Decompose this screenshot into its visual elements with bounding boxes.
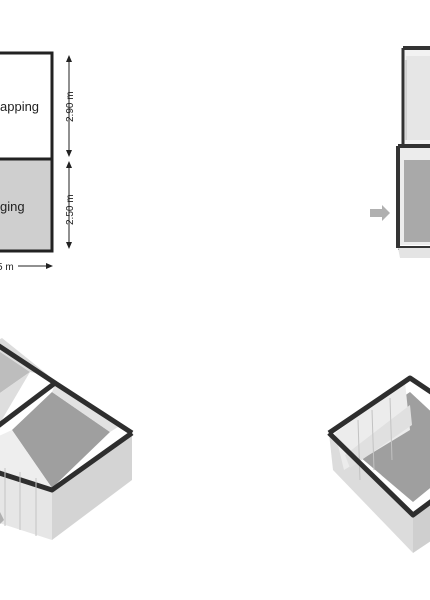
entrance-arrow-icon-left [0, 512, 4, 524]
dimension-top-label: 2.90 m [65, 91, 76, 122]
vertical-dimension [66, 55, 72, 249]
room-top [0, 51, 54, 161]
dimension-bottom-label: 2.50 m [65, 194, 76, 225]
room-bottom-label: ging [0, 199, 25, 214]
entrance-arrow-icon [370, 205, 390, 221]
dimension-width-label: 5 m [0, 262, 14, 273]
room-top-label: apping [0, 99, 39, 114]
room-bottom [0, 157, 54, 253]
horizontal-dimension [18, 263, 53, 269]
